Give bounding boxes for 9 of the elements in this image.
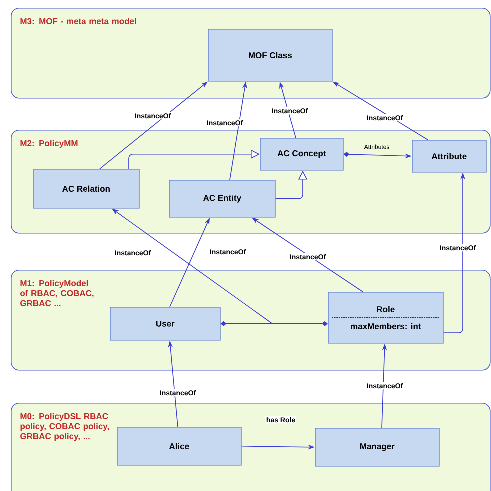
class-box: Alice	[117, 427, 242, 466]
class-box: MOF Class	[208, 29, 333, 82]
class-box: AC Entity	[169, 180, 276, 218]
class-box: Manager	[315, 428, 440, 467]
class-box: AC Concept	[260, 138, 344, 171]
class-box: User	[110, 307, 221, 341]
class-box: Attribute	[412, 140, 487, 173]
class-box: Role maxMembers: int	[328, 292, 444, 344]
class-box: AC Relation	[33, 169, 140, 209]
